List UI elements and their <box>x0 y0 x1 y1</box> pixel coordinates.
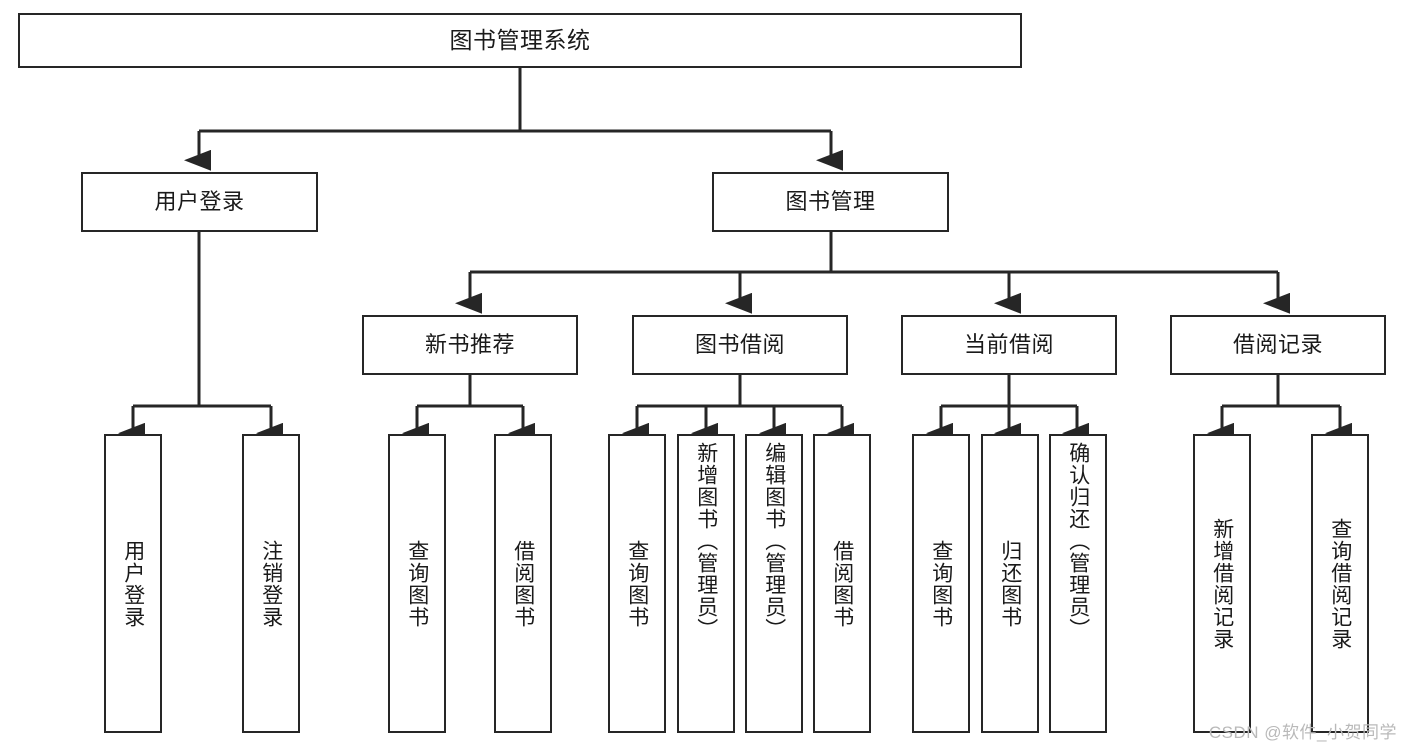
leaf-return-book[interactable]: 归还图书 <box>981 434 1039 733</box>
node-current-borrow[interactable]: 当前借阅 <box>901 315 1117 375</box>
leaf-borrow-book-borrow[interactable]: 借阅图书 <box>813 434 871 733</box>
leaf-user-login[interactable]: 用户登录 <box>104 434 162 733</box>
node-book-borrow[interactable]: 图书借阅 <box>632 315 848 375</box>
node-label: 用户登录 <box>154 189 245 215</box>
node-label: 借阅图书 <box>511 539 535 628</box>
node-label: 图书管理系统 <box>449 27 591 54</box>
leaf-query-borrow-record[interactable]: 查询借阅记录 <box>1311 434 1369 733</box>
csdn-watermark: CSDN @软件_小贺同学 <box>1208 723 1397 742</box>
leaf-confirm-return-admin[interactable]: 确认归还（管理员） <box>1049 434 1107 733</box>
node-label: 查询图书 <box>405 539 429 628</box>
node-label: 用户登录 <box>121 539 145 628</box>
leaf-add-borrow-record[interactable]: 新增借阅记录 <box>1193 434 1251 733</box>
node-user-login[interactable]: 用户登录 <box>81 172 318 232</box>
leaf-add-book-admin[interactable]: 新增图书（管理员） <box>677 434 735 733</box>
leaf-logout-login[interactable]: 注销登录 <box>242 434 300 733</box>
node-label: 新增图书（管理员） <box>694 442 718 640</box>
node-label: 查询图书 <box>929 539 953 628</box>
node-label: 确认归还（管理员） <box>1066 442 1090 640</box>
leaf-query-book-recommend[interactable]: 查询图书 <box>388 434 446 733</box>
node-label: 查询借阅记录 <box>1328 517 1352 650</box>
node-label: 图书管理 <box>785 189 876 215</box>
node-book-manage[interactable]: 图书管理 <box>712 172 949 232</box>
node-new-book-recommend[interactable]: 新书推荐 <box>362 315 578 375</box>
node-label: 新增借阅记录 <box>1210 517 1234 650</box>
leaf-query-book-borrow[interactable]: 查询图书 <box>608 434 666 733</box>
node-label: 编辑图书（管理员） <box>762 442 786 640</box>
node-label: 借阅图书 <box>830 539 854 628</box>
node-label: 图书借阅 <box>694 332 785 358</box>
node-label: 新书推荐 <box>424 332 515 358</box>
node-label: 当前借阅 <box>963 332 1054 358</box>
node-label: 查询图书 <box>625 539 649 628</box>
leaf-query-book-current[interactable]: 查询图书 <box>912 434 970 733</box>
node-label: 借阅记录 <box>1232 332 1323 358</box>
node-label: 注销登录 <box>259 539 283 628</box>
node-label: 归还图书 <box>998 539 1022 628</box>
node-borrow-record[interactable]: 借阅记录 <box>1170 315 1386 375</box>
node-root-book-management-system[interactable]: 图书管理系统 <box>18 13 1022 68</box>
leaf-borrow-book-recommend[interactable]: 借阅图书 <box>494 434 552 733</box>
leaf-edit-book-admin[interactable]: 编辑图书（管理员） <box>745 434 803 733</box>
